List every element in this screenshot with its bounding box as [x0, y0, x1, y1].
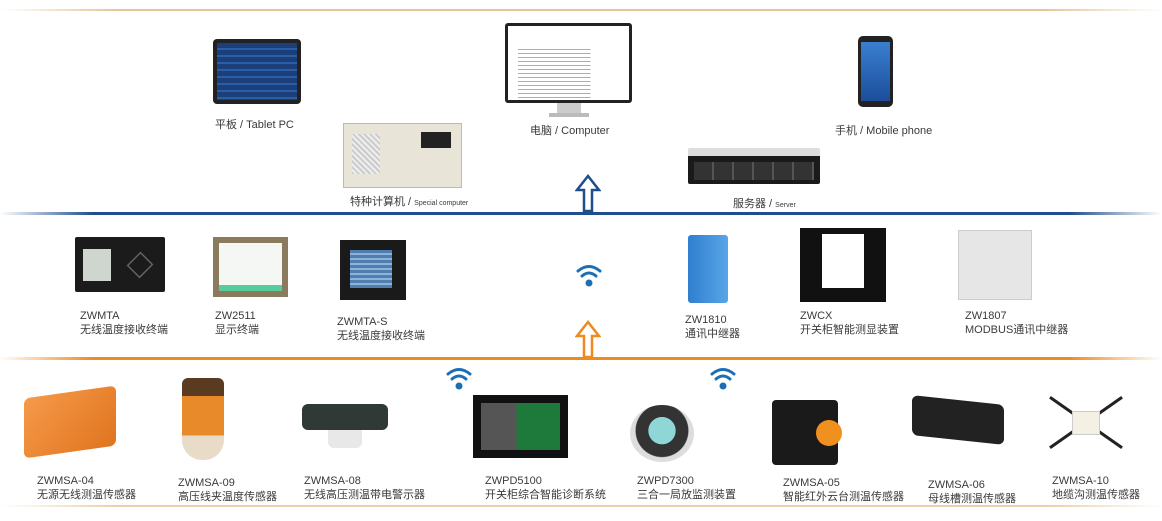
network-layer-divider — [0, 212, 1162, 215]
tablet-image — [213, 39, 301, 104]
zwmta-image — [75, 237, 165, 292]
device-layer-divider — [0, 357, 1162, 360]
tablet-label: 平板 / Tablet PC — [215, 119, 294, 131]
computer-label: 电脑 / Computer — [530, 125, 610, 137]
bottom-divider — [0, 505, 1162, 507]
zwmsa-08-image — [302, 404, 388, 450]
zw1810-image — [688, 235, 728, 303]
zwmsa-09-image — [182, 378, 224, 460]
wireless-icon — [446, 368, 472, 390]
computer-image — [505, 23, 632, 118]
special-computer-image — [343, 123, 462, 188]
server-image — [688, 148, 820, 184]
zwmsa-04-image — [24, 385, 116, 459]
zw1807-image — [958, 230, 1032, 300]
zw2511-image — [213, 237, 288, 297]
upload-arrow-icon — [575, 320, 601, 358]
zwpd5100-image — [473, 395, 568, 458]
wireless-icon — [576, 265, 602, 287]
zwmsa-06-image — [912, 395, 1004, 445]
zwmsa-05-image — [772, 400, 842, 465]
top-divider — [0, 9, 1162, 11]
zwmsa-10-image — [1042, 385, 1130, 460]
mobile-label: 手机 / Mobile phone — [835, 125, 933, 137]
wireless-icon — [710, 368, 736, 390]
special-computer-label: 特种计算机 / Special computer — [350, 196, 469, 208]
upload-arrow-icon — [575, 174, 601, 212]
zwpd7300-image — [630, 405, 694, 462]
zwmta-s-image — [340, 240, 406, 300]
server-label: 服务器 / Server — [733, 198, 796, 210]
zwcx-image — [800, 228, 886, 302]
mobile-phone-image — [858, 36, 893, 107]
